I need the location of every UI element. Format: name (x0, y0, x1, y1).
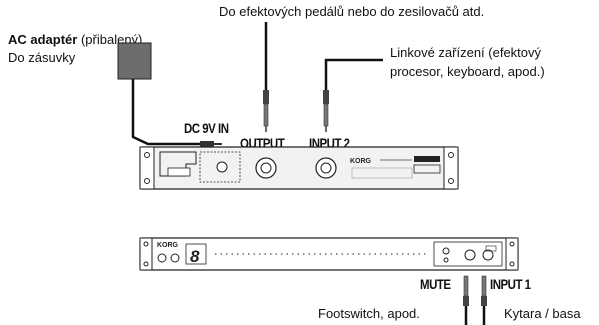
guitar-bass-label: Kytara / basa (504, 306, 581, 321)
input2-cable (324, 58, 383, 90)
dc-plug (200, 141, 214, 147)
rear-panel: KORG (139, 146, 459, 190)
dc-in-label: DC 9V IN (184, 120, 229, 136)
line-device-label-1: Linkové zařízení (efektový (390, 45, 542, 60)
rear-brand: KORG (350, 158, 372, 165)
ac-adapter-icon (117, 42, 152, 80)
to-outlet-label: Do zásuvky (8, 50, 76, 65)
adapter-cable (131, 79, 200, 146)
display-digit: 8 (190, 247, 200, 266)
front-panel: KORG 8 (139, 237, 519, 271)
top-destination-label: Do efektových pedálů nebo do zesilovačů … (219, 4, 485, 19)
input1-label: INPUT 1 (490, 276, 531, 292)
line-device-label-2: procesor, keyboard, apod.) (390, 64, 545, 79)
ac-adapter-title: AC adaptér (8, 32, 78, 47)
mute-label: MUTE (420, 276, 451, 292)
footswitch-label: Footswitch, apod. (318, 306, 420, 321)
front-brand: KORG (157, 242, 179, 249)
